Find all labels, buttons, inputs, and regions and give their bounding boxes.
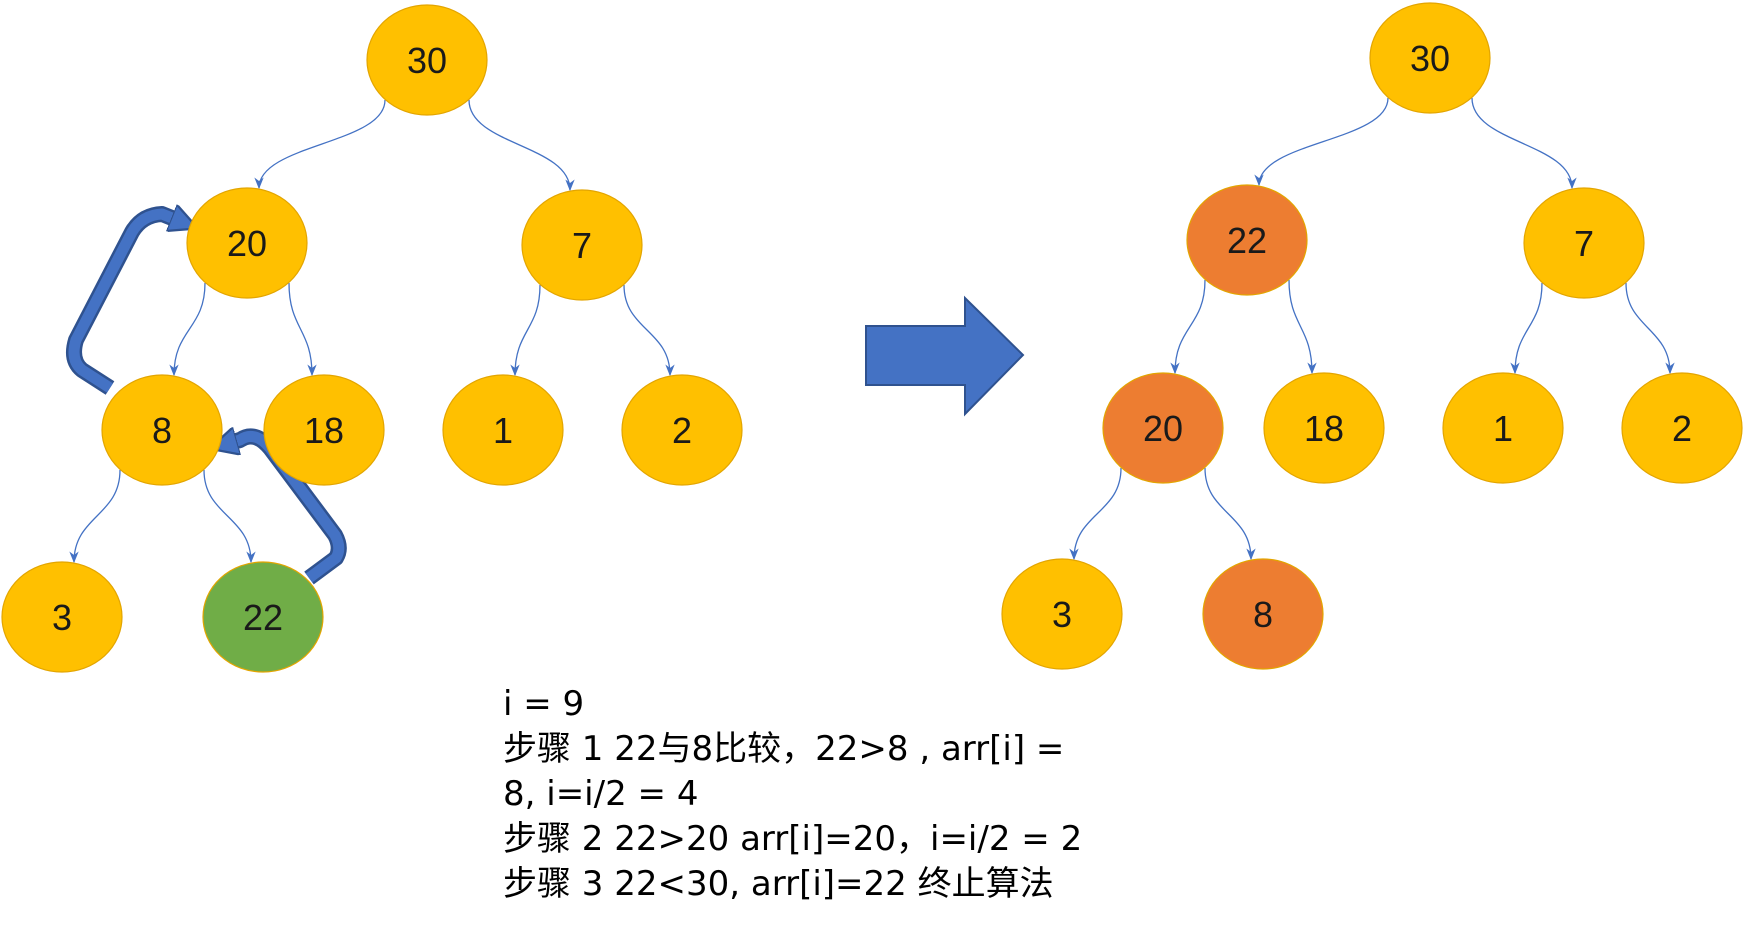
after-edge-a4-a8	[1069, 467, 1122, 561]
before-node-9: 22	[202, 561, 324, 673]
before-node-9-label: 22	[243, 597, 283, 638]
swap-arrow-22-to-8	[226, 436, 345, 583]
before-node-9-circle	[202, 561, 324, 673]
after-edge-a4-a9	[1204, 467, 1256, 561]
after-node-5: 18	[1263, 372, 1385, 484]
before-node-1: 30	[366, 4, 488, 116]
after-node-9-label: 8	[1253, 594, 1273, 635]
before-node-8-label: 3	[52, 597, 72, 638]
note-line-step1: 步骤 1 22与8比较，22>8 , arr[i] =	[503, 729, 1065, 769]
swap-path	[66, 214, 347, 585]
after-node-9-circle	[1202, 558, 1324, 670]
after-node-4-label: 20	[1143, 408, 1183, 449]
note-line-index: i = 9	[503, 684, 585, 724]
before-edge-b2-b5	[288, 282, 317, 377]
before-node-4-circle	[101, 374, 223, 486]
after-node-6-label: 1	[1493, 408, 1513, 449]
tree-nodes: 30 20 7 8 18 1 2 3 22 30 22 7 20 18 1 2 3 8	[1, 2, 1743, 673]
before-node-5-label: 18	[304, 410, 344, 451]
before-edge-b1-b3	[468, 99, 575, 192]
after-node-4: 20	[1102, 372, 1224, 484]
before-node-5: 18	[263, 374, 385, 486]
after-node-7-circle	[1621, 372, 1743, 484]
after-node-3-label: 7	[1574, 223, 1594, 264]
after-edge-a3-a7	[1625, 282, 1675, 375]
after-node-5-circle	[1263, 372, 1385, 484]
note-line-step2: 步骤 2 22>20 arr[i]=20，i=i/2 = 2	[503, 819, 1083, 859]
after-node-1: 30	[1369, 2, 1491, 114]
after-node-7-label: 2	[1672, 408, 1692, 449]
before-node-1-circle	[366, 4, 488, 116]
after-node-5-label: 18	[1304, 408, 1344, 449]
before-edge-b2-b4	[169, 282, 206, 377]
before-node-2-label: 20	[227, 223, 267, 264]
before-node-7-label: 2	[672, 410, 692, 451]
after-node-4-circle	[1102, 372, 1224, 484]
after-node-7: 2	[1621, 372, 1743, 484]
after-edge-a2-a4	[1170, 279, 1206, 375]
before-node-4: 8	[101, 374, 223, 486]
after-node-8-label: 3	[1052, 594, 1072, 635]
before-node-6-label: 1	[493, 410, 513, 451]
tree-edges	[69, 97, 1675, 564]
algorithm-notes: i = 9 步骤 1 22与8比较，22>8 , arr[i] = 8, i=i…	[503, 682, 1123, 907]
before-edge-b4-b8	[69, 469, 121, 564]
before-edge-b3-b7	[623, 284, 675, 377]
transition-arrow	[865, 295, 1025, 417]
before-node-7-circle	[621, 374, 743, 486]
after-node-3: 7	[1523, 187, 1645, 299]
before-node-6: 1	[442, 374, 564, 486]
before-node-8-circle	[1, 561, 123, 673]
after-node-2-circle	[1186, 184, 1308, 296]
after-node-9: 8	[1202, 558, 1324, 670]
after-edge-a1-a3	[1471, 97, 1577, 190]
before-node-4-label: 8	[152, 410, 172, 451]
after-edge-a3-a6	[1510, 282, 1543, 375]
before-edge-b4-b9	[203, 469, 256, 564]
before-node-7: 2	[621, 374, 743, 486]
after-node-6-circle	[1442, 372, 1564, 484]
after-edge-a1-a2	[1254, 97, 1389, 187]
before-node-8: 3	[1, 561, 123, 673]
before-edge-b1-b2	[254, 99, 386, 190]
note-line-step1-cont: 8, i=i/2 = 4	[503, 774, 699, 814]
after-node-1-label: 30	[1410, 38, 1450, 79]
after-node-6: 1	[1442, 372, 1564, 484]
swap-arrow-8-to-20	[68, 214, 182, 393]
before-node-2-circle	[186, 187, 308, 299]
after-node-8: 3	[1001, 558, 1123, 670]
before-node-6-circle	[442, 374, 564, 486]
before-node-3-circle	[521, 189, 643, 301]
before-node-3-label: 7	[572, 225, 592, 266]
after-node-3-circle	[1523, 187, 1645, 299]
after-node-2: 22	[1186, 184, 1308, 296]
after-edge-a2-a5	[1288, 279, 1317, 375]
before-node-5-circle	[263, 374, 385, 486]
before-edge-b3-b6	[510, 284, 541, 377]
before-node-2: 20	[186, 187, 308, 299]
after-node-8-circle	[1001, 558, 1123, 670]
before-node-3: 7	[521, 189, 643, 301]
after-node-2-label: 22	[1227, 220, 1267, 261]
note-line-step3: 步骤 3 22<30, arr[i]=22 终止算法	[503, 864, 1054, 904]
after-node-1-circle	[1369, 2, 1491, 114]
before-node-1-label: 30	[407, 40, 447, 81]
